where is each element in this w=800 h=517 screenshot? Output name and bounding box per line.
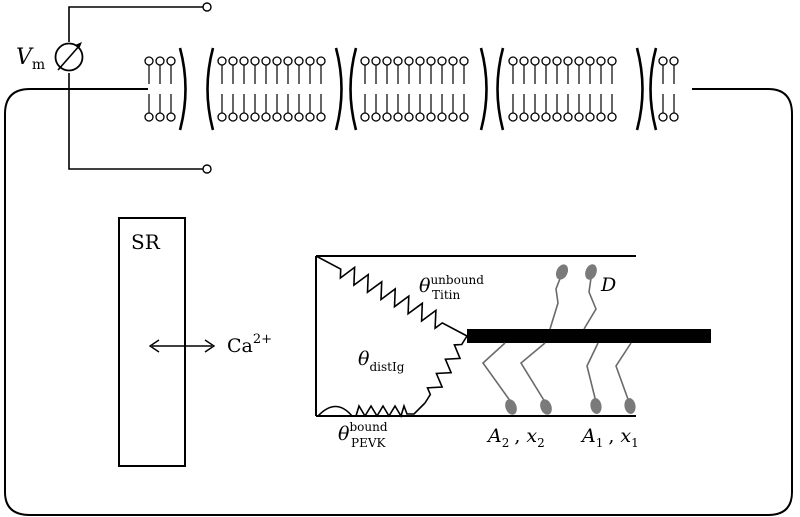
myosin-crossbridges (481, 264, 636, 415)
distig-spring (424, 335, 468, 404)
lipid-molecule (508, 56, 518, 122)
myosin-head (540, 399, 552, 415)
detached-state-label: D (600, 274, 616, 296)
calcium-flux-arrow (148, 339, 216, 353)
lipid-molecule (393, 56, 403, 122)
crossbridge-a1-lower (586, 342, 602, 414)
myosin-head (585, 264, 597, 280)
myosin-lever-arm (549, 275, 562, 330)
crossbridge-d-left (549, 264, 569, 330)
crossbridge-a1-upper (615, 342, 636, 414)
membrane-segment (658, 56, 679, 122)
lipid-molecule (459, 56, 469, 122)
terminal-bottom (202, 164, 212, 174)
lipid-molecule (382, 56, 392, 122)
voltmeter-bottom-wire (68, 73, 203, 170)
myosin-head (624, 398, 636, 414)
voltmeter-circuit (54, 2, 212, 174)
ion-channel-wall (178, 47, 187, 131)
lipid-molecule (305, 56, 315, 122)
lipid-molecule (144, 56, 154, 122)
myosin-lever-arm (481, 342, 512, 403)
voltmeter-needle-arrowhead (75, 42, 82, 49)
lipid-molecule (250, 56, 260, 122)
membrane-segment (360, 56, 469, 122)
voltmeter-icon (54, 42, 84, 72)
lipid-molecule (563, 56, 573, 122)
crossbridge-d-right (583, 264, 597, 330)
lipid-molecule (404, 56, 414, 122)
ion-channel-wall (479, 47, 488, 131)
pevk-bound-spring (352, 402, 426, 418)
myosin-head (590, 398, 602, 414)
sr-compartment (118, 217, 186, 467)
voltmeter-top-wire (68, 6, 203, 42)
lipid-molecule (437, 56, 447, 122)
crossbridge-a2-lower (481, 342, 517, 415)
lipid-molecule (426, 56, 436, 122)
lipid-molecule (217, 56, 227, 122)
lipid-molecule (239, 56, 249, 122)
ion-channel-wall (206, 47, 215, 131)
crossbridge-a2-upper (519, 342, 552, 415)
lipid-molecule (552, 56, 562, 122)
membrane-segment (217, 56, 326, 122)
lipid-molecule (371, 56, 381, 122)
myosin-lever-arm (615, 342, 632, 403)
lipid-molecule (658, 56, 668, 122)
lipid-molecule (530, 56, 540, 122)
lipid-molecule (574, 56, 584, 122)
lipid-molecule (415, 56, 425, 122)
ion-channel-wall (334, 47, 343, 131)
distig-label: θdistIg (358, 348, 405, 374)
attached-state-2-label: A2,x2 (486, 425, 545, 450)
voltmeter-label: Vm (16, 45, 45, 73)
lipid-molecule (155, 56, 165, 122)
lipid-molecule (607, 56, 617, 122)
ion-channel-wall (349, 47, 358, 131)
lipid-molecule (316, 56, 326, 122)
ion-channel-wall (496, 47, 505, 131)
lipid-molecule (261, 56, 271, 122)
myosin-lever-arm (586, 342, 599, 403)
attached-state-1-label: A1,x1 (580, 425, 639, 450)
lipid-molecule (283, 56, 293, 122)
lipid-molecule (360, 56, 370, 122)
cell-outline (4, 88, 793, 516)
lipid-molecule (228, 56, 238, 122)
lipid-molecule (448, 56, 458, 122)
lipid-molecule (585, 56, 595, 122)
sarcomere-frame (315, 255, 636, 417)
voltmeter-needle (57, 44, 81, 71)
titin-unbound-spring (315, 255, 468, 337)
lipid-molecule (272, 56, 282, 122)
myosin-lever-arm (519, 342, 546, 403)
lipid-molecule (541, 56, 551, 122)
membrane-segment (508, 56, 617, 122)
myosin-head (505, 399, 517, 415)
lipid-bilayer-membrane (144, 47, 679, 131)
myosin-head (555, 264, 569, 280)
ion-channel-wall (635, 47, 644, 131)
pevk-binding-arc (317, 405, 353, 417)
lipid-molecule (669, 56, 679, 122)
ion-channel-wall (649, 47, 658, 131)
lipid-molecule (519, 56, 529, 122)
calcium-label: Ca2+ (227, 332, 272, 357)
membrane-segment (144, 56, 176, 122)
terminal-top (202, 2, 212, 12)
lipid-molecule (596, 56, 606, 122)
myosin-lever-arm (583, 277, 597, 330)
thick-filament (467, 329, 711, 343)
lipid-molecule (166, 56, 176, 122)
sr-label: SR (131, 230, 161, 254)
lipid-molecule (294, 56, 304, 122)
